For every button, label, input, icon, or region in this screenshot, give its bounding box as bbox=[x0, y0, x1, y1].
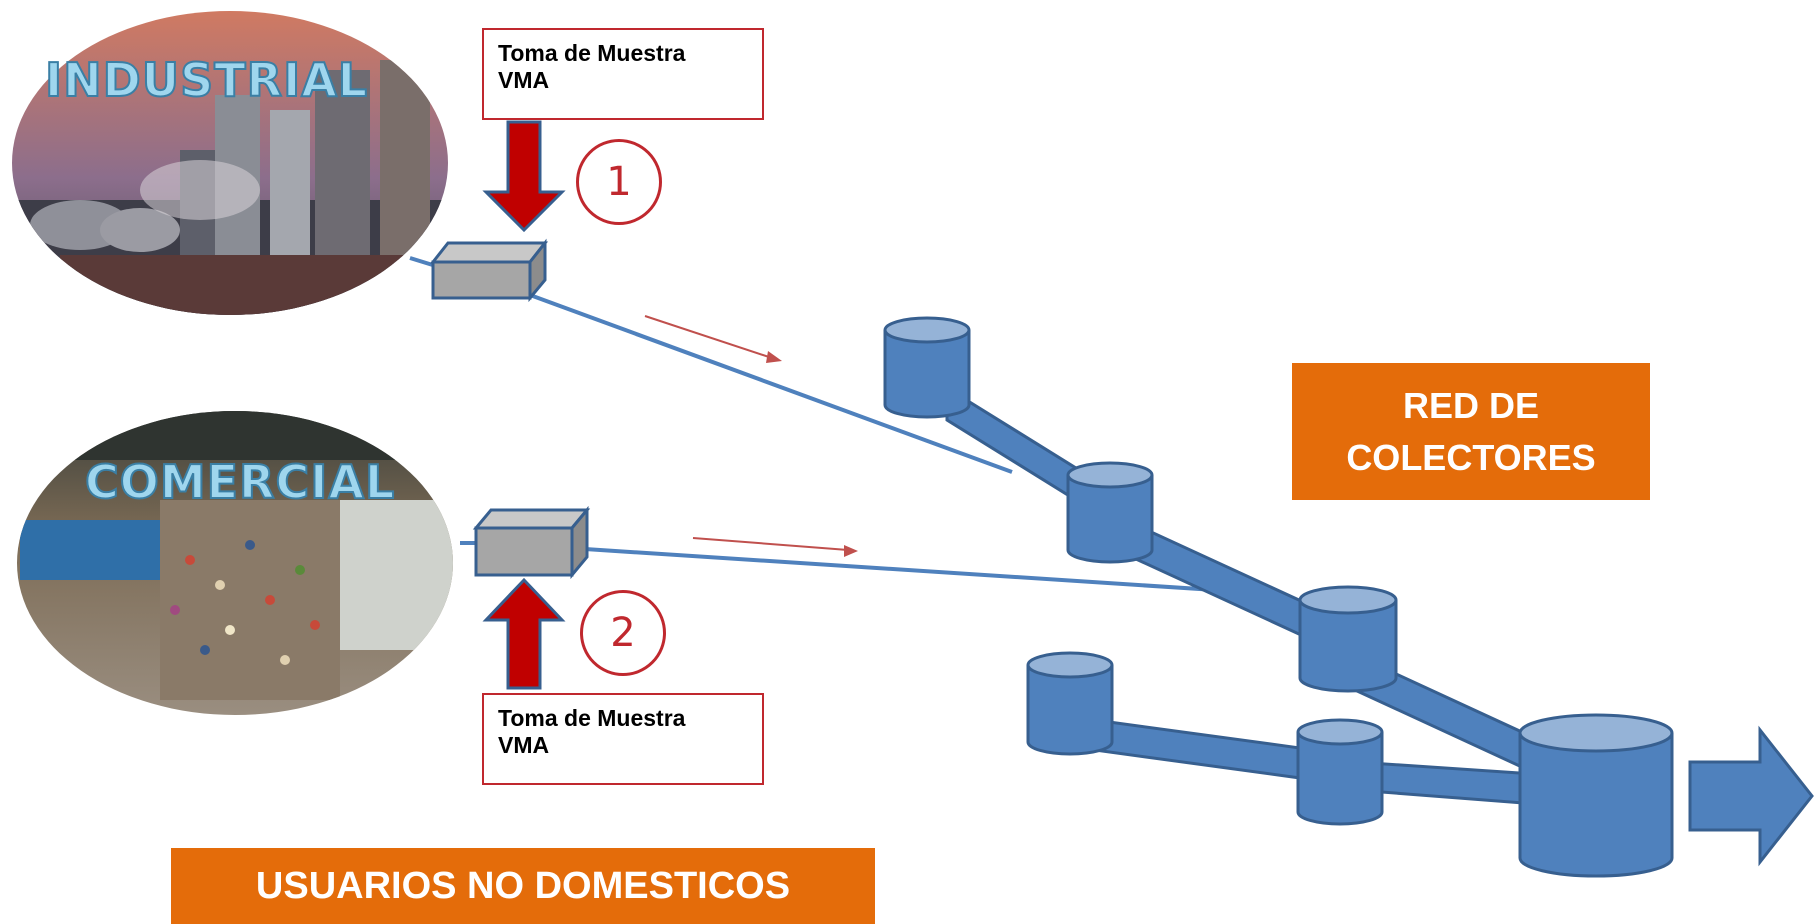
collector-network-label-line1: RED DE bbox=[1402, 384, 1540, 426]
commercial-connection-line bbox=[584, 547, 1216, 592]
manhole-4 bbox=[1026, 651, 1114, 756]
industrial-connection-line bbox=[529, 293, 1013, 474]
sampling-point-2-title: Toma de Muestra bbox=[498, 705, 686, 731]
sampling-arrow-up bbox=[482, 577, 566, 690]
non-domestic-users-banner: USUARIOS NO DOMESTICOS bbox=[171, 848, 875, 924]
sampling-point-2-number: 2 bbox=[580, 590, 666, 676]
manhole-2 bbox=[1066, 461, 1154, 564]
sampling-point-1-title: Toma de Muestra bbox=[498, 40, 686, 66]
collector-network-label-line2: COLECTORES bbox=[1346, 436, 1596, 478]
industrial-label: INDUSTRIAL bbox=[45, 53, 368, 107]
flow-arrow-1 bbox=[644, 315, 782, 363]
manhole-outlet bbox=[1518, 713, 1674, 878]
sampling-point-2-subtitle: VMA bbox=[498, 732, 550, 758]
industrial-photo: INDUSTRIAL bbox=[12, 11, 448, 315]
flow-arrow-2 bbox=[692, 537, 858, 557]
commercial-photo: COMERCIAL bbox=[17, 411, 453, 715]
sampling-point-1-label: Toma de Muestra VMA bbox=[482, 28, 764, 120]
manhole-1 bbox=[883, 316, 971, 419]
commercial-label: COMERCIAL bbox=[85, 455, 395, 509]
sampling-point-1-subtitle: VMA bbox=[498, 67, 550, 93]
sampling-point-1-number: 1 bbox=[576, 139, 662, 225]
sampling-arrow-down bbox=[482, 120, 566, 233]
manhole-5 bbox=[1296, 718, 1384, 826]
commercial-inspection-box bbox=[472, 505, 591, 580]
collector-network-label: RED DE COLECTORES bbox=[1292, 363, 1650, 500]
outlet-arrow bbox=[1688, 725, 1814, 867]
industrial-inspection-box bbox=[429, 238, 549, 303]
sampling-point-2-label: Toma de Muestra VMA bbox=[482, 693, 764, 785]
manhole-3 bbox=[1298, 585, 1398, 693]
